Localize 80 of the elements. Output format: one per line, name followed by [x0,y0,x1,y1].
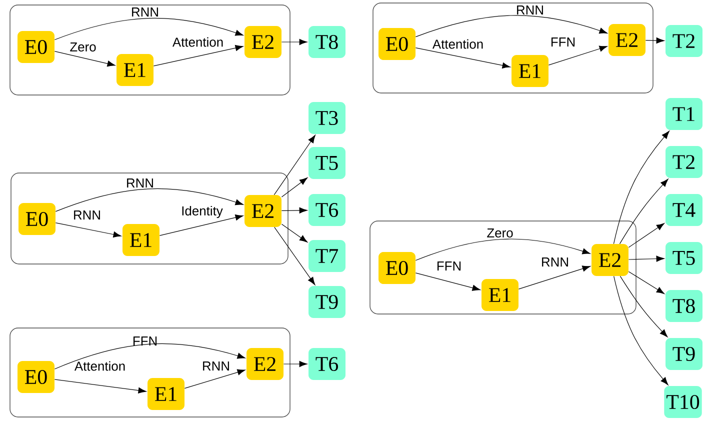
state-box: E1 [148,378,184,410]
arrow [274,226,316,286]
arrow [415,238,590,261]
arrow [628,256,664,262]
arrow [283,360,308,368]
state-box: E2 [244,195,282,227]
edge-label: Attention [74,361,125,371]
edge-label: RNN [203,362,229,370]
arrow [281,38,308,46]
state-box: E0 [18,31,54,63]
group-frame [10,328,290,418]
state-box: E2 [244,26,282,58]
edge-label: RNN [517,6,543,14]
arrow [159,214,244,236]
target-box: T5 [308,147,346,179]
state-box: E2 [246,348,284,380]
edge-label: Attention [432,39,483,49]
state-box: E1 [116,54,154,86]
target-box: T8 [666,290,702,322]
arrow [281,177,308,198]
state-box: E2 [608,24,646,56]
arrow [415,272,480,291]
arrow [54,379,146,394]
arrow [620,276,668,338]
target-box: T1 [666,98,702,130]
edge-label: FFN [133,336,157,346]
group-frame [370,220,636,314]
arrow [628,271,665,294]
target-box: T2 [666,146,702,178]
state-box: E0 [18,361,54,393]
edge-label: Attention [172,37,223,47]
target-box: T4 [666,194,702,226]
state-box: E1 [512,55,548,87]
target-box: T9 [666,338,702,370]
target-box: T7 [308,240,346,272]
edge-label: RNN [127,178,153,188]
target-box: T5 [666,242,702,274]
edge-label: Zero [487,228,513,238]
edge-label: Zero [70,42,96,52]
edge-label: RNN [132,8,158,16]
target-box: T8 [308,26,346,58]
target-box: T3 [308,102,346,134]
arrow [54,18,244,40]
arrow [415,15,608,38]
target-box: T9 [308,286,346,318]
state-box: E1 [482,279,518,311]
target-box: T10 [664,386,702,418]
edge-label: FFN [551,38,575,46]
state-box: E0 [378,252,416,284]
arrow [54,343,246,370]
group-frame [10,4,290,96]
arrow [274,134,316,196]
arrow [153,44,244,66]
arrow [518,266,590,290]
edge-label: FFN [437,262,461,270]
arrow [613,130,670,244]
arrow [55,188,244,212]
edge-label: RNN [74,210,100,220]
group-frame [372,2,654,94]
arrow [281,207,308,214]
arrow [628,223,665,248]
arrow [645,37,664,44]
state-box: E2 [592,244,628,276]
state-box: E1 [122,224,160,256]
arrow [54,51,116,67]
arrow [415,48,510,68]
arrow [55,222,122,238]
arrow [548,46,608,66]
arrow [619,178,668,244]
state-box: E0 [18,203,56,235]
arrow [184,369,246,389]
target-box: T2 [666,25,702,57]
group-frame [10,172,288,264]
state-box: E0 [378,28,416,60]
target-box: T6 [308,348,346,380]
arrow [281,224,308,242]
edge-label: Identity [182,206,223,218]
arrow [614,276,668,386]
edge-label: RNN [542,258,568,266]
target-box: T6 [308,194,346,226]
